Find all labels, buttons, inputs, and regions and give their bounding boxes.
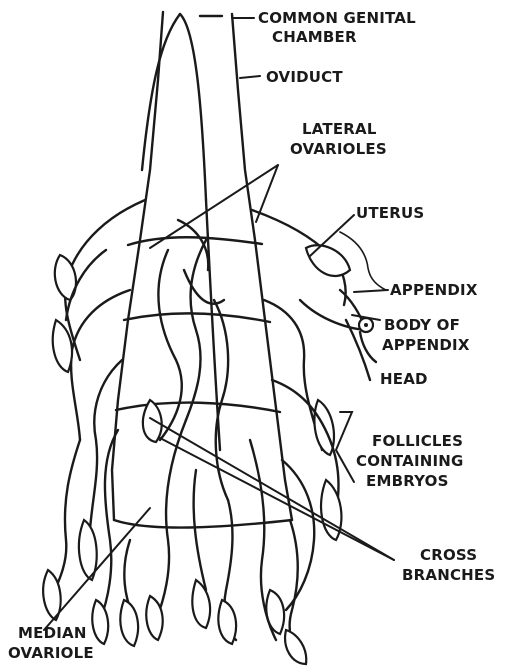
leader-appendix xyxy=(354,290,388,292)
label-common-genital-chamber: COMMON GENITAL xyxy=(258,9,416,27)
leader-lateral-ovarioles-right xyxy=(256,165,278,222)
leader-cross-branches-upper xyxy=(150,418,394,560)
label-head: HEAD xyxy=(380,370,428,388)
label-follicles: FOLLICLES xyxy=(372,432,463,450)
label-common-genital-chamber-line2: CHAMBER xyxy=(272,28,357,46)
label-cross-branches: CROSS xyxy=(420,546,477,564)
label-uterus: UTERUS xyxy=(356,204,424,222)
right-ovarioles xyxy=(250,210,386,664)
left-ovarioles xyxy=(43,200,145,644)
oviduct-structure xyxy=(112,12,292,520)
label-cross-branches-line2: BRANCHES xyxy=(402,566,495,584)
leader-oviduct xyxy=(240,76,260,78)
label-oviduct: OVIDUCT xyxy=(266,68,343,86)
label-median-ovariole-line2: OVARIOLE xyxy=(8,644,94,662)
label-follicles-line2: CONTAINING xyxy=(356,452,464,470)
label-body-of-appendix: BODY OF xyxy=(384,316,460,334)
label-follicles-line3: EMBRYOS xyxy=(366,472,449,490)
leader-lateral-ovarioles-left xyxy=(150,165,278,248)
label-lateral-ovarioles-line2: OVARIOLES xyxy=(290,140,387,158)
label-lateral-ovarioles: LATERAL xyxy=(302,120,377,138)
label-appendix: APPENDIX xyxy=(390,281,478,299)
label-median-ovariole: MEDIAN xyxy=(18,624,87,642)
label-body-of-appendix-line2: APPENDIX xyxy=(382,336,470,354)
